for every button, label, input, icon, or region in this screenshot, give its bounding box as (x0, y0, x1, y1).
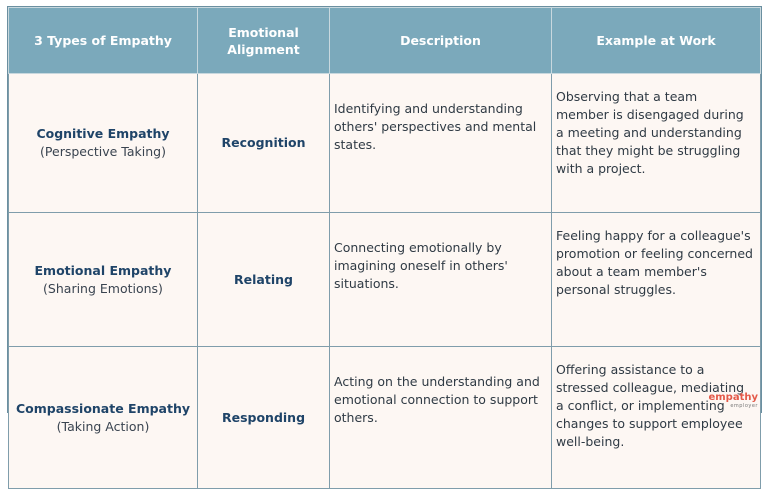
brand-logo: empathy employer (702, 392, 758, 410)
type-cell: Cognitive Empathy (Perspective Taking) (8, 73, 198, 213)
header-description: Description (329, 7, 552, 74)
alignment-cell: Recognition (197, 73, 330, 213)
type-subtitle: (Sharing Emotions) (43, 280, 163, 296)
type-subtitle: (Perspective Taking) (40, 144, 166, 159)
type-subtitle: (Taking Action) (56, 418, 150, 434)
type-name: Compassionate Empathy (15, 400, 191, 416)
example-cell: Offering assistance to a stressed collea… (551, 346, 761, 489)
description-cell: Connecting emotionally by imagining ones… (329, 212, 552, 347)
description-cell: Acting on the understanding and emotiona… (329, 346, 552, 489)
type-name: Cognitive Empathy (36, 126, 170, 141)
header-row: 3 Types of Empathy Emotional Alignment D… (8, 7, 761, 74)
header-alignment: Emotional Alignment (197, 7, 330, 74)
type-cell: Compassionate Empathy (Taking Action) (8, 346, 198, 489)
example-cell: Feeling happy for a colleague's promotio… (551, 212, 761, 347)
type-cell: Emotional Empathy (Sharing Emotions) (8, 212, 198, 347)
logo-wordmark: empathy (708, 392, 758, 403)
empathy-table: 3 Types of Empathy Emotional Alignment D… (7, 6, 762, 489)
table-row: Compassionate Empathy (Taking Action) Re… (8, 346, 761, 489)
type-name: Emotional Empathy (34, 262, 172, 278)
table-row: Cognitive Empathy (Perspective Taking) R… (8, 73, 761, 213)
alignment-cell: Relating (197, 212, 330, 347)
header-example: Example at Work (551, 7, 761, 74)
header-types: 3 Types of Empathy (8, 7, 198, 74)
alignment-cell: Responding (197, 346, 330, 489)
table: 3 Types of Empathy Emotional Alignment D… (8, 7, 761, 489)
example-cell: Observing that a team member is disengag… (551, 73, 761, 213)
description-cell: Identifying and understanding others' pe… (329, 73, 552, 213)
table-row: Emotional Empathy (Sharing Emotions) Rel… (8, 212, 761, 347)
logo-tagline: employer (730, 403, 758, 409)
